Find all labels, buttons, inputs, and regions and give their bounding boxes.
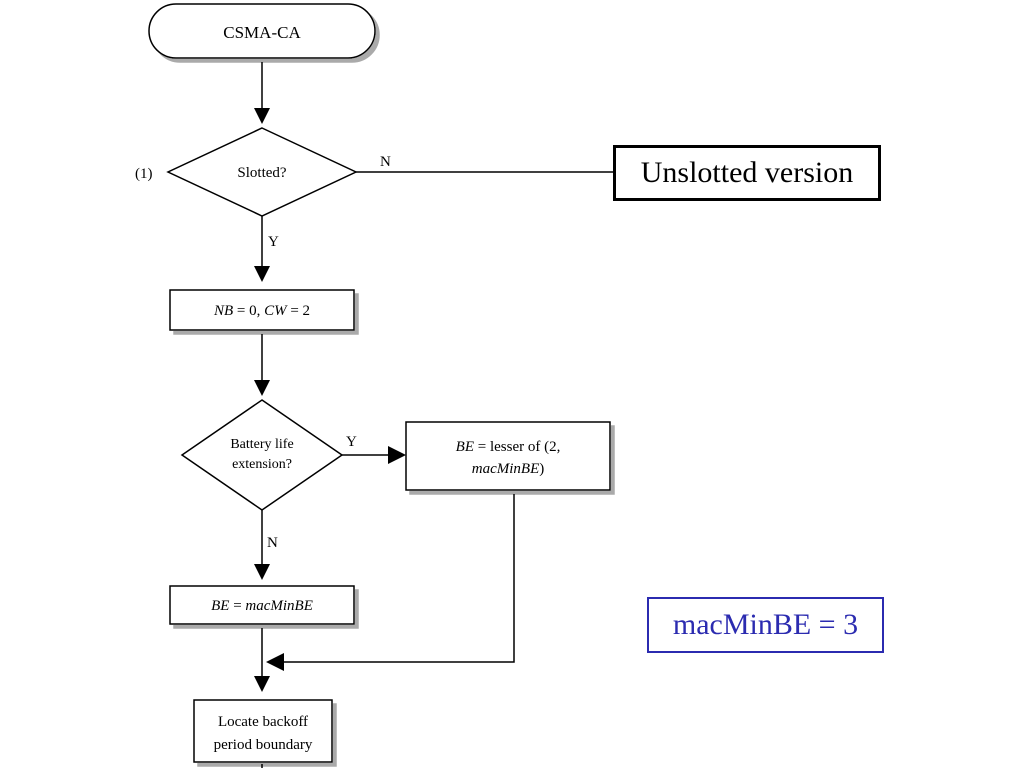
arrowhead [254,266,270,282]
be-macmin-box [169,585,355,625]
battery-line1: Battery life [230,437,293,452]
battery-yes-label: Y [346,434,357,450]
slotted-question: Slotted? [237,165,287,181]
start-label: CSMA-CA [223,23,301,42]
locate-box [193,699,333,763]
step-number: (1) [135,166,153,182]
be-macmin-label: BE = macMinBE [211,598,313,614]
arrowhead [254,564,270,580]
battery-no-label: N [267,535,278,551]
macminbe-note: macMinBE = 3 [647,597,884,653]
arrowhead [254,380,270,396]
init-label: NB = 0, CW = 2 [213,303,310,319]
connector-be-lesser-merge [282,494,515,663]
battery-line2: extension? [232,457,292,472]
locate-line2: period boundary [214,737,313,753]
slotted-yes-label: Y [268,234,279,250]
arrowhead [266,653,284,671]
start-terminator [148,3,376,59]
battery-decision [180,399,344,511]
arrowhead [254,108,270,124]
init-box [169,289,355,331]
be-lesser-line2: macMinBE) [472,461,544,477]
slotted-no-label: N [380,154,391,170]
arrowhead [254,676,270,692]
locate-line1: Locate backoff [218,714,308,730]
arrowhead [388,446,406,464]
be-lesser-line1: BE = lesser of (2, [456,439,561,455]
unslotted-version-box: Unslotted version [613,145,881,201]
be-lesser-box [405,421,611,491]
